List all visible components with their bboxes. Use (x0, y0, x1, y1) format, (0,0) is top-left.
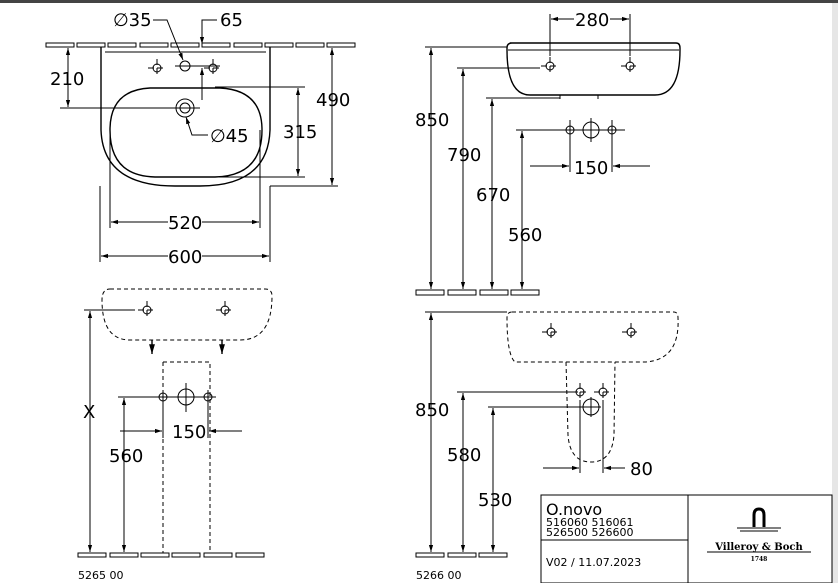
article-code: 5266 00 (416, 569, 462, 582)
article-numbers-1: 516060 516061 (546, 516, 633, 529)
basin-outline (100, 47, 271, 187)
villeroy-boch-logo: Villeroy & Boch 1748 (707, 507, 811, 563)
dim-560: 560 (109, 446, 143, 467)
brand-name: Villeroy & Boch (714, 542, 803, 553)
dim-520: 520 (168, 213, 202, 234)
view-basin-front: 210 490 315 520 600 ∅35 65 ∅45 (45, 10, 356, 268)
dim-x: X (83, 402, 95, 423)
dim-670: 670 (476, 185, 510, 206)
dim-drain-diameter: ∅45 (210, 126, 249, 147)
view-semi-pedestal-5266: 80 850 580 530 5266 00 (415, 311, 679, 582)
dim-530: 530 (478, 490, 512, 511)
wall-tiles (45, 42, 356, 48)
dim-600: 600 (168, 247, 202, 268)
dim-150: 150 (574, 158, 608, 179)
dim-210: 210 (50, 69, 84, 90)
basin-outline (506, 42, 681, 96)
title-block: O.novo 516060 516061 526500 526600 V02 /… (540, 494, 833, 583)
dim-65: 65 (220, 10, 243, 31)
dim-560: 560 (508, 225, 542, 246)
view-basin-heights: 280 850 790 670 560 150 (415, 9, 681, 296)
dim-tap-hole-diameter: ∅35 (113, 10, 152, 31)
product-name: O.novo (546, 500, 602, 519)
dim-80: 80 (630, 459, 653, 480)
brand-year: 1748 (751, 556, 768, 563)
article-numbers-2: 526500 526600 (546, 526, 633, 539)
article-code: 5265 00 (78, 569, 124, 582)
dim-850: 850 (415, 400, 449, 421)
dim-280: 280 (575, 10, 609, 31)
version-date: V02 / 11.07.2023 (546, 556, 641, 569)
dim-580: 580 (447, 445, 481, 466)
view-pedestal-5265: 150 X 560 5265 00 (77, 288, 273, 582)
dim-490: 490 (316, 90, 350, 111)
dim-150: 150 (172, 422, 206, 443)
dim-850: 850 (415, 110, 449, 131)
dim-315: 315 (283, 122, 317, 143)
window-top-bar (0, 0, 838, 3)
scrollbar-track[interactable] (832, 3, 838, 583)
dim-790: 790 (447, 145, 481, 166)
